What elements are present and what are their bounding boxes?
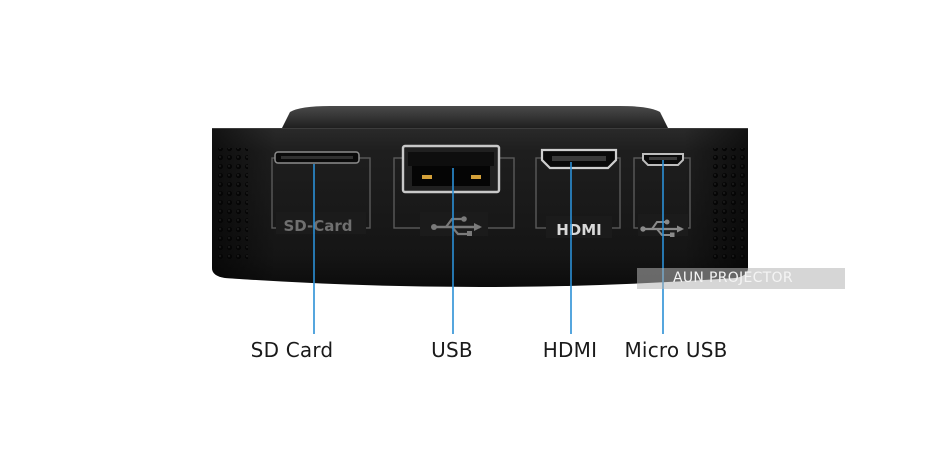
callout-label-hdmi: HDMI — [542, 338, 598, 362]
sd-card-port: SD-Card — [271, 151, 371, 235]
right-vent-grille — [712, 148, 746, 260]
callout-label-sd-card: SD Card — [250, 338, 334, 362]
sd-card-marking: SD-Card — [283, 217, 352, 235]
left-vent-grille — [214, 148, 248, 260]
usb-symbol-icon — [431, 216, 482, 236]
usb-port — [393, 144, 515, 236]
watermark: AUN PROJECTOR — [637, 268, 845, 289]
callout-lines — [313, 160, 664, 334]
hdmi-marking: HDMI — [556, 221, 602, 239]
hdmi-port: HDMI — [535, 148, 621, 239]
projector-body-shading — [212, 128, 748, 287]
projector-top-lid — [282, 106, 668, 128]
callout-label-usb: USB — [431, 338, 473, 362]
callout-label-micro-usb: Micro USB — [624, 338, 728, 362]
